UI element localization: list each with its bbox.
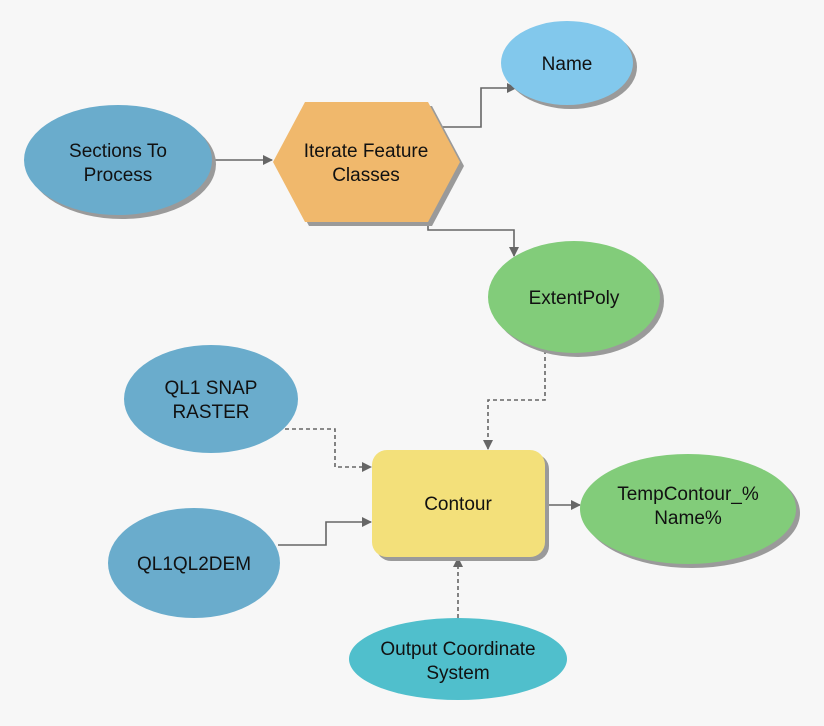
- connector-iterate-to-extentpoly[interactable]: [427, 202, 519, 257]
- node-label: Contour: [424, 494, 492, 515]
- connector-snap-to-contour[interactable]: [285, 428, 372, 472]
- node-name[interactable]: Name: [501, 21, 637, 109]
- node-ql1ql2dem[interactable]: QL1QL2DEM: [108, 508, 280, 618]
- node-label: Name: [542, 54, 593, 75]
- node-label: ExtentPoly: [529, 288, 620, 309]
- node-label: QL1QL2DEM: [137, 554, 251, 575]
- connector-iterate-to-name[interactable]: [435, 83, 517, 128]
- connector-dem-to-contour[interactable]: [278, 517, 372, 546]
- node-label: TempContour_%Name%: [617, 484, 759, 529]
- node-tempcontour[interactable]: TempContour_%Name%: [580, 454, 800, 568]
- node-extentpoly[interactable]: ExtentPoly: [488, 241, 664, 357]
- node-contour[interactable]: Contour: [372, 450, 549, 561]
- connector-extentpoly-to-contour[interactable]: [483, 350, 546, 450]
